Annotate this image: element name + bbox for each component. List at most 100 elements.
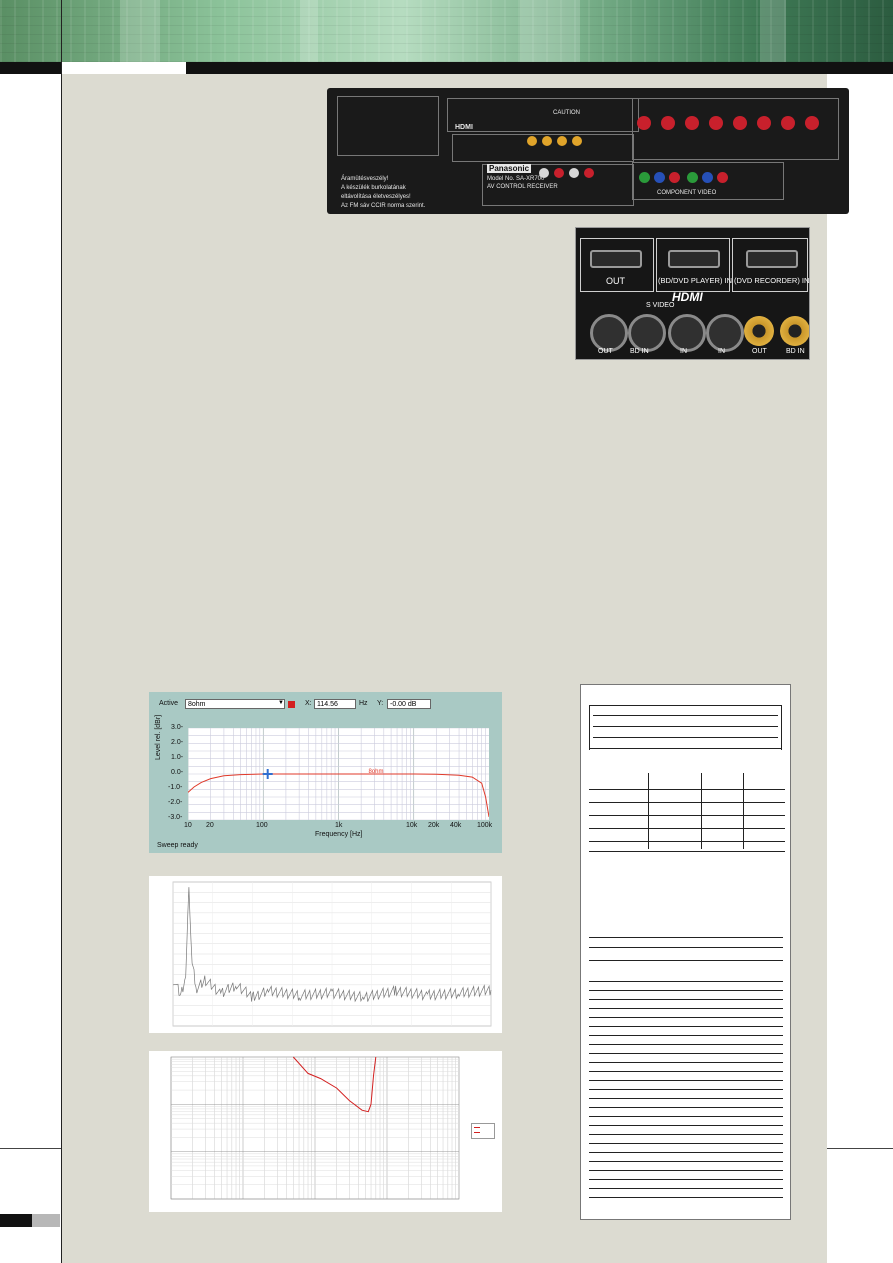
table-rule <box>589 1134 783 1135</box>
y-axis-label: Level rel. [dBr] <box>155 714 162 760</box>
component-jack-icon <box>717 172 728 183</box>
speaker-terminal-section <box>632 98 839 160</box>
rca-jack-icon <box>584 168 594 178</box>
table-rule <box>589 841 785 842</box>
header-bar-left <box>0 62 62 74</box>
table-rule <box>589 789 785 790</box>
table-rule <box>589 937 783 938</box>
warning-line-4: Az FM sáv CCIR norma szerint. <box>341 203 426 209</box>
component-jack-icon <box>654 172 665 183</box>
product-type-label: AV CONTROL RECEIVER <box>487 184 558 190</box>
hdmi-dvd-label: (DVD RECORDER) IN <box>734 276 810 285</box>
table-rule <box>589 1071 783 1072</box>
hdmi-logo: HDMI <box>455 124 473 131</box>
table-rule <box>589 815 785 816</box>
table-rule <box>589 1179 783 1180</box>
component-jack-icon <box>702 172 713 183</box>
header-bar-right <box>186 62 893 74</box>
thd-graph <box>149 1051 502 1212</box>
thd-series-line <box>292 1056 377 1113</box>
speaker-terminal-icon <box>661 116 675 130</box>
footer-rule-right <box>827 1148 893 1149</box>
speaker-terminal-icon <box>733 116 747 130</box>
model-label: Model No. SA-XR700 <box>487 176 545 182</box>
y-tick: -1.0- <box>168 784 183 791</box>
table-rule <box>589 705 590 750</box>
table-rule <box>589 990 783 991</box>
x-tick: 1k <box>335 822 343 829</box>
speaker-terminal-icon <box>781 116 795 130</box>
brand-label: Panasonic <box>487 164 532 173</box>
rca-jack-icon <box>527 136 537 146</box>
table-rule <box>589 1197 783 1198</box>
table-rule <box>589 1053 783 1054</box>
table-rule <box>589 981 783 982</box>
x-tick: 20k <box>428 822 440 829</box>
x-axis-label: Frequency [Hz] <box>315 831 363 838</box>
table-rule <box>589 1017 783 1018</box>
hdmi-port-icon <box>590 250 642 268</box>
footer-rule-left <box>0 1148 61 1149</box>
table-rule <box>589 999 783 1000</box>
table-rule <box>589 1143 783 1144</box>
svideo-jack-icon <box>706 314 744 352</box>
fft-series-line <box>172 887 492 1003</box>
x-tick: 10k <box>406 822 418 829</box>
page-number-block-grey <box>32 1214 60 1227</box>
table-rule <box>589 1089 783 1090</box>
antenna-section <box>337 96 439 156</box>
table-rule <box>589 1008 783 1009</box>
rca-jack-icon <box>572 136 582 146</box>
rca-jack-icon <box>554 168 564 178</box>
rca-jack-icon <box>744 316 774 346</box>
x-unit: Hz <box>359 700 368 707</box>
header-tab <box>62 62 186 72</box>
rca-jack-icon <box>780 316 809 346</box>
speaker-terminal-icon <box>805 116 819 130</box>
table-rule <box>743 773 744 849</box>
table-rule <box>589 705 782 706</box>
table-rule <box>648 773 649 849</box>
x-tick: 100k <box>477 822 493 829</box>
table-rule <box>589 1035 783 1036</box>
svideo-label: S VIDEO <box>646 302 675 309</box>
rca-jack-icon <box>542 136 552 146</box>
svideo-jack-icon <box>590 314 628 352</box>
table-rule <box>589 748 782 749</box>
y-tick: -2.0- <box>168 799 183 806</box>
table-rule <box>589 1170 783 1171</box>
component-video-label: COMPONENT VIDEO <box>657 190 717 196</box>
component-jack-icon <box>687 172 698 183</box>
jack-label: IN <box>718 348 725 355</box>
audio-input-section <box>482 164 634 206</box>
warning-line-3: eltávolítása életveszélyes! <box>341 194 411 200</box>
table-rule <box>589 828 785 829</box>
speaker-terminal-icon <box>709 116 723 130</box>
speaker-terminal-icon <box>685 116 699 130</box>
y-tick: -3.0- <box>168 814 183 821</box>
x-value-field[interactable]: 114.56 <box>314 699 356 709</box>
y-value-field[interactable]: -0.00 dB <box>387 699 431 709</box>
thd-plot-svg <box>170 1056 460 1200</box>
x-tick: 20 <box>206 822 214 829</box>
table-rule <box>593 726 778 727</box>
x-tick: 10 <box>184 822 192 829</box>
speaker-terminal-icon <box>757 116 771 130</box>
active-label: Active <box>159 700 179 707</box>
jack-label: IN <box>680 348 687 355</box>
table-rule <box>589 1107 783 1108</box>
table-rule <box>589 960 783 961</box>
table-rule <box>589 1044 783 1045</box>
fr-plot-svg: 8ohm <box>188 728 489 820</box>
svideo-section <box>452 134 634 162</box>
chevron-down-icon[interactable]: ▼ <box>278 700 284 706</box>
y-tick: 3.0- <box>171 724 184 731</box>
table-rule <box>781 705 782 750</box>
table-rule <box>589 1125 783 1126</box>
table-rule <box>589 851 785 852</box>
table-rule <box>589 1116 783 1117</box>
table-rule <box>593 737 778 738</box>
fr-series-line <box>188 773 489 817</box>
active-select[interactable]: 8ohm <box>185 699 285 709</box>
hdmi-closeup-photo: OUT (BD/DVD PLAYER) IN (DVD RECORDER) IN… <box>575 227 810 360</box>
